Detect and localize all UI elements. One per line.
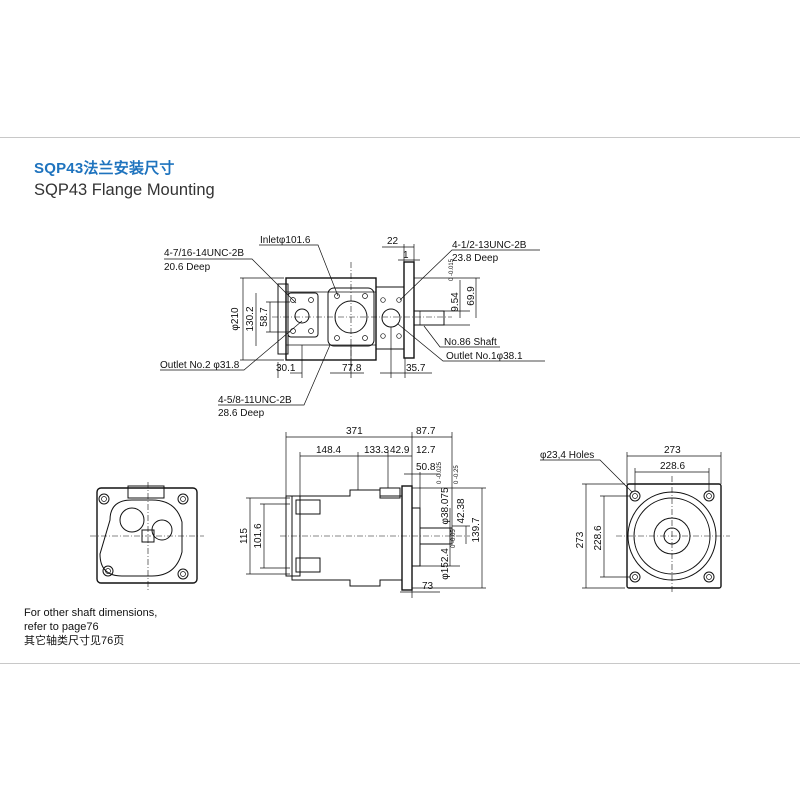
holes-label: φ23,4 Holes [540, 450, 594, 461]
leader-shaft [423, 325, 500, 348]
leader-4-1-2 [399, 249, 540, 301]
footnote-line1: For other shaft dimensions, [24, 607, 158, 619]
page-title-en: SQP43 Flange Mounting [34, 181, 215, 199]
outlet-no1-port [381, 308, 401, 328]
mounting-flange [403, 261, 415, 359]
top-view: φ210 130.2 58.7 30.1 77.8 35.7 22 1 9.54… [160, 235, 545, 419]
footnote-page-link[interactable]: 76 [86, 621, 99, 633]
callout-4-1-2-depth: 23.8 Deep [452, 253, 499, 264]
footnote-line2: refer to page76 [24, 620, 157, 634]
callout-4-1-2: 4-1/2-13UNC-2B [452, 240, 527, 251]
leader-inlet [259, 244, 339, 297]
leader-holes [540, 459, 633, 493]
dim-77-8: 77.8 [342, 363, 362, 374]
dim-210: φ210 [230, 307, 241, 331]
dim-133-3: 133.3 [364, 445, 389, 456]
outlet-no2-label: Outlet No.2 φ31.8 [160, 360, 240, 371]
leader-4-5-8 [218, 344, 331, 406]
dim-152-4: φ152.4 [440, 548, 451, 580]
callout-4-5-8: 4-5/8-11UNC-2B [218, 395, 292, 406]
dim-9-54: 9.54 [450, 292, 461, 312]
dim-50-8: 50.8 [416, 462, 436, 473]
callout-4-7-16: 4-7/16-14UNC-2B [164, 248, 244, 259]
dim-69-9: 69.9 [466, 286, 477, 306]
dim-35-7: 35.7 [406, 363, 426, 374]
side-view: 371 87.7 148.4 133.3 42.9 12.7 50.8 115 … [239, 426, 486, 598]
dim-371: 371 [346, 426, 363, 437]
dim-22: 22 [387, 236, 399, 247]
dim-130-2: 130.2 [245, 306, 256, 331]
rear-body-contour [99, 499, 183, 577]
leader-outlet-no1 [397, 323, 545, 362]
dim-87-7: 87.7 [416, 426, 436, 437]
footnote-line3: 其它轴类尺寸见76页 [24, 635, 125, 647]
outlet-no2-port [294, 308, 310, 324]
shaft [413, 310, 445, 326]
dim-30-1: 30.1 [276, 363, 296, 374]
dim-152-4-tolerance: 0 -0.05 [451, 529, 457, 548]
leader-outlet-no2 [160, 320, 303, 371]
page-title-cn: SQP43法兰安装尺寸 [34, 160, 175, 177]
footnote: For other shaft dimensions, refer to pag… [24, 606, 157, 648]
rear-end-view [90, 482, 204, 590]
callout-4-7-16-depth: 20.6 Deep [164, 262, 211, 273]
dim-101-6: 101.6 [253, 523, 264, 548]
dim-9-54-tolerance: 0 -0.015 [449, 258, 455, 281]
outlet-no1-label: Outlet No.1φ38.1 [446, 351, 523, 362]
dim-42-9: 42.9 [390, 445, 410, 456]
dim-1: 1 [403, 250, 409, 261]
leader-4-7-16 [164, 258, 297, 304]
callout-4-5-8-depth: 28.6 Deep [218, 408, 265, 419]
dim-58-7: 58.7 [259, 307, 270, 327]
dim-273-top: 273 [664, 445, 681, 456]
inlet-label: Inletφ101.6 [260, 235, 311, 246]
dim-38-075-tolerance: 0 -0.025 [437, 461, 443, 484]
dim-42-38-tolerance: 0 -0.25 [454, 465, 460, 484]
dim-12-7: 12.7 [416, 445, 436, 456]
dim-228-6-left: 228.6 [593, 525, 604, 550]
dim-273-left: 273 [575, 531, 586, 548]
dim-115: 115 [239, 528, 250, 544]
footnote-line2-prefix: refer to page [24, 621, 87, 633]
dim-139-7: 139.7 [471, 517, 482, 542]
rear-flange-outline [96, 487, 198, 584]
dim-38-075: φ38.075 [440, 487, 451, 525]
front-end-view: 273 228.6 273 228.6 φ23,4 Holes [540, 445, 730, 594]
dim-148-4: 148.4 [316, 445, 341, 456]
shaft-label: No.86 Shaft [444, 337, 497, 348]
dim-42-38: 42.38 [456, 498, 467, 523]
side-mounting-flange [401, 485, 413, 591]
pump-housing-outline [285, 277, 377, 361]
dim-228-6-top: 228.6 [660, 461, 685, 472]
dim-73: 73 [422, 581, 434, 592]
